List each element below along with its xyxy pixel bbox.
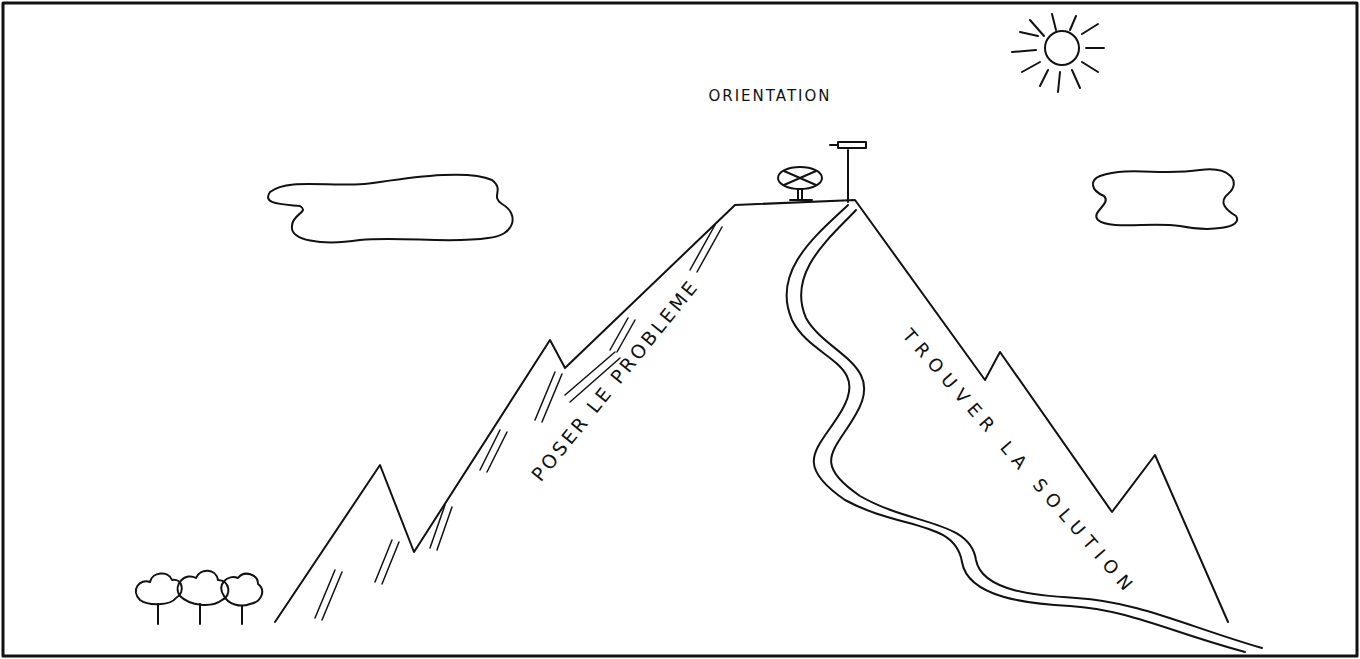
sun-rays xyxy=(1012,14,1104,92)
table-foot xyxy=(790,189,812,200)
road-edge xyxy=(787,205,1245,652)
road-edge xyxy=(801,210,1262,648)
ladder xyxy=(375,540,399,584)
telescope-pole xyxy=(847,150,849,202)
slope-label: POSER LE PROBLEME xyxy=(527,275,703,485)
sun-ray xyxy=(1012,14,1104,92)
table-cross xyxy=(784,171,816,185)
slope-label: TROUVER LA SOLUTION xyxy=(899,325,1142,600)
ladder xyxy=(430,505,452,550)
ladders xyxy=(315,225,722,620)
telescope-eyepiece xyxy=(830,144,838,146)
tree xyxy=(136,573,182,604)
mountain-outline xyxy=(275,200,1228,622)
telescope-tube xyxy=(838,142,866,148)
trees xyxy=(136,571,262,624)
tree xyxy=(221,574,262,606)
orientation-table xyxy=(778,167,822,200)
sun xyxy=(1045,31,1079,65)
cloud xyxy=(268,175,513,243)
telescope xyxy=(830,142,866,202)
cloud xyxy=(1093,169,1237,228)
tree-trunk xyxy=(158,604,242,624)
ladder xyxy=(690,225,722,272)
ladder xyxy=(535,372,562,422)
table-top xyxy=(778,167,822,189)
frame-border xyxy=(3,3,1357,656)
slope-label: ORIENTATION xyxy=(708,87,831,105)
ladder xyxy=(480,430,507,472)
ladder xyxy=(315,570,342,620)
